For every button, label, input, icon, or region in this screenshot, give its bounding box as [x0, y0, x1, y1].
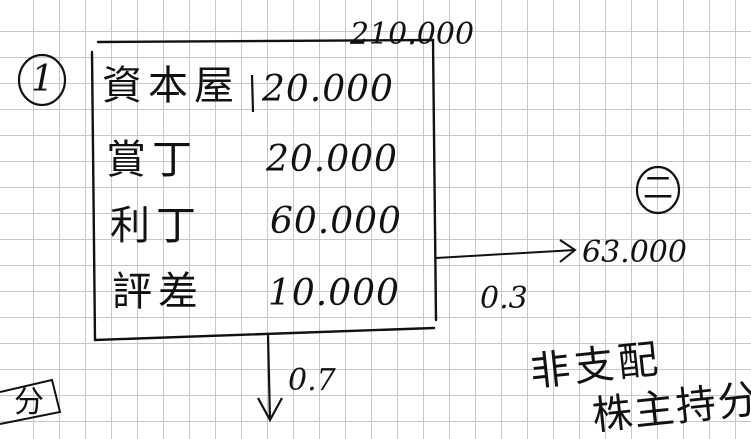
row-amount-3: 60.000 — [270, 201, 402, 242]
ratio-down: 0.7 — [288, 363, 336, 398]
result-right: 63.000 — [582, 235, 687, 270]
row-divider-stroke — [250, 74, 255, 113]
row-amount-2: 20.000 — [266, 139, 398, 180]
circled-kanji: 二 — [643, 171, 673, 206]
row-label-1: 資本屋 — [102, 63, 240, 109]
corner-box — [0, 378, 62, 425]
table-box — [90, 38, 438, 342]
total-amount: 210.000 — [350, 17, 475, 52]
row-label-3: 利丁 — [110, 203, 202, 249]
row-amount-4: 10.000 — [268, 273, 400, 314]
corner-fragment: 分 — [14, 385, 44, 420]
circled-number-1: 1 — [31, 59, 54, 100]
circle-number-1-outline — [17, 53, 67, 107]
ratio-right: 0.3 — [480, 281, 528, 316]
circle-kanji-outline — [635, 165, 681, 215]
arrow-right — [435, 239, 577, 263]
row-amount-1: 20.000 — [262, 69, 394, 110]
row-label-4: 評差 — [112, 269, 204, 315]
row-label-2: 賞丁 — [106, 137, 198, 183]
arrow-down — [257, 334, 283, 423]
